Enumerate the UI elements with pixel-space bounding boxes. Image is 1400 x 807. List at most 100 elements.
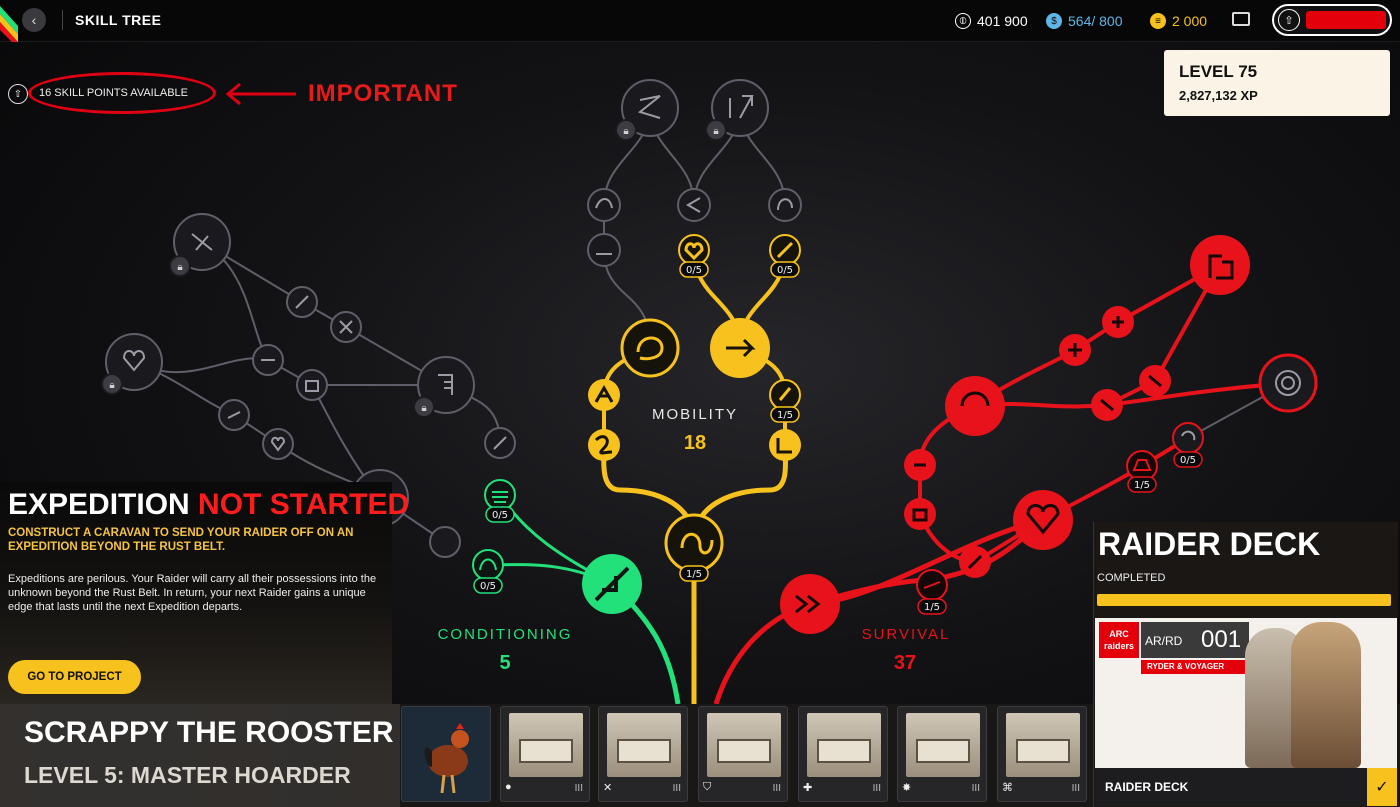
counter-con-b: 0/5	[480, 581, 496, 592]
rainbow-stripe-icon	[0, 6, 18, 42]
medical-icon: ✚	[803, 782, 813, 794]
tier-label: III	[1071, 783, 1080, 794]
skill-node-conditioning-root[interactable]	[582, 554, 642, 614]
mail-icon[interactable]	[1232, 12, 1250, 26]
xp-value: 2,827,132 XP	[1179, 88, 1258, 103]
workbench-image	[607, 713, 681, 777]
survival-label: SURVIVAL	[861, 626, 951, 643]
go-to-project-button[interactable]: GO TO PROJECT	[8, 660, 141, 694]
explosive-icon: ✸	[902, 782, 912, 794]
raider-deck-number: 001	[1201, 626, 1242, 653]
profile-button[interactable]: ⇧	[1272, 4, 1392, 36]
expedition-title: EXPEDITION NOT STARTED	[8, 488, 409, 522]
raider-deck-code-box: AR/RD 001	[1141, 622, 1249, 658]
counter-mob-c: 1/5	[777, 410, 793, 421]
skill-node-survival-root[interactable]	[780, 574, 840, 634]
top-bar: ‹ SKILL TREE ⦶ 401 900 $ 564/ 800 ≡ 2 00…	[0, 0, 1400, 42]
raider-deck-panel[interactable]: RAIDER DECK COMPLETED ARC raiders AR/RD …	[1093, 522, 1398, 807]
rooster-title: SCRAPPY THE ROOSTER	[24, 716, 394, 749]
workbench-card-gear[interactable]: ⛉ III	[698, 706, 788, 802]
rank-up-icon: ⇧	[1278, 9, 1300, 31]
workbench-card-gunsmith[interactable]: ✕ III	[598, 706, 688, 802]
expedition-subtitle: CONSTRUCT A CARAVAN TO SEND YOUR RAIDER …	[8, 527, 354, 553]
workbench-card-rooster[interactable]	[401, 706, 491, 802]
workbench-image	[807, 713, 881, 777]
workbench-card-explosives[interactable]: ✸ III	[897, 706, 987, 802]
counter-mob-root: 1/5	[686, 569, 702, 580]
skill-point-icon: ⇧	[8, 84, 28, 104]
counter-mob-b: 0/5	[777, 265, 793, 276]
back-button[interactable]: ‹	[22, 8, 46, 32]
currency-coins: ⦶ 401 900	[955, 13, 1028, 29]
raider-deck-variant: RYDER & VOYAGER	[1141, 660, 1249, 674]
divider	[62, 10, 63, 30]
tier-label: III	[872, 783, 881, 794]
rooster-icon	[424, 723, 469, 794]
svg-text:🔒︎: 🔒︎	[713, 126, 718, 137]
level-label: LEVEL 75	[1179, 62, 1258, 81]
svg-text:🔒︎: 🔒︎	[177, 262, 182, 273]
svg-text:🔒︎: 🔒︎	[109, 380, 114, 391]
tier-label: III	[672, 783, 681, 794]
crossed-tools-icon: ✕	[603, 782, 613, 794]
conditioning-label: CONDITIONING	[437, 626, 573, 643]
rooster-panel-bg	[0, 704, 400, 807]
svg-text:🔒︎: 🔒︎	[421, 403, 426, 414]
arc-raiders-logo: ARC raiders	[1099, 622, 1139, 658]
expedition-status: NOT STARTED	[198, 488, 410, 521]
counter-sur-b: 1/5	[1134, 480, 1150, 491]
workbench-image	[1006, 713, 1080, 777]
highlight-ellipse	[28, 72, 216, 114]
raider-figure-image	[1291, 622, 1361, 768]
raider-tokens-icon: $	[1046, 13, 1062, 29]
raider-deck-status: COMPLETED	[1097, 572, 1166, 584]
tier-label: III	[971, 783, 980, 794]
tier-label: III	[574, 783, 583, 794]
counter-con-a: 0/5	[492, 510, 508, 521]
workbench-card-utility[interactable]: ⌘ III	[997, 706, 1087, 802]
raider-deck-progress-bar	[1097, 594, 1391, 606]
arrow-left-icon	[225, 82, 296, 106]
counter-mob-a: 0/5	[686, 265, 702, 276]
currency-raider-tokens: $ 564/ 800	[1046, 13, 1123, 29]
workbench-image	[906, 713, 980, 777]
mobility-points: 18	[683, 432, 707, 454]
raider-deck-footer-label: RAIDER DECK	[1105, 780, 1189, 794]
tier-label: III	[772, 783, 781, 794]
workbench-image	[509, 713, 583, 777]
shield-icon: ⛉	[703, 781, 712, 793]
checkmark-icon: ✓	[1367, 768, 1397, 806]
workbench-card-scrappy[interactable]: ● III	[500, 706, 590, 802]
expedition-title-text: EXPEDITION	[8, 488, 190, 521]
conditioning-points: 5	[499, 652, 511, 674]
raider-deck-title: RAIDER DECK	[1098, 526, 1321, 562]
cred-icon: ≡	[1150, 13, 1166, 29]
cred-value: 2 000	[1172, 13, 1208, 29]
rooster-level: LEVEL 5: MASTER HOARDER	[24, 762, 351, 788]
important-annotation: IMPORTANT	[308, 80, 458, 107]
workbench-image	[707, 713, 781, 777]
raider-deck-footer: RAIDER DECK ✓	[1095, 768, 1397, 806]
utility-icon: ⌘	[1002, 782, 1013, 794]
skill-node-mobility-root[interactable]	[666, 515, 722, 571]
svg-text:🔒︎: 🔒︎	[623, 126, 628, 137]
raider-deck-card: ARC raiders AR/RD 001 RYDER & VOYAGER	[1095, 618, 1397, 768]
mobility-label: MOBILITY	[651, 406, 738, 423]
expedition-panel: EXPEDITION NOT STARTED CONSTRUCT A CARAV…	[0, 482, 409, 704]
coins-icon: ⦶	[955, 13, 971, 29]
currency-cred: ≡ 2 000	[1150, 13, 1207, 29]
workbench-card-medical[interactable]: ✚ III	[798, 706, 888, 802]
raider-tokens-value: 564/ 800	[1068, 13, 1123, 29]
expedition-description: Expeditions are perilous. Your Raider wi…	[8, 573, 377, 613]
counter-sur-a: 0/5	[1180, 455, 1196, 466]
player-name-redacted	[1306, 11, 1386, 29]
survival-points: 37	[893, 652, 917, 674]
coins-value: 401 900	[977, 13, 1028, 29]
scrappy-icon: ●	[505, 781, 512, 793]
counter-sur-c: 1/5	[924, 602, 940, 613]
page-title: SKILL TREE	[75, 12, 162, 28]
chevron-left-icon: ‹	[31, 12, 37, 28]
level-card: LEVEL 75 2,827,132 XP	[1164, 50, 1390, 116]
raider-deck-code: AR/RD	[1145, 634, 1183, 648]
